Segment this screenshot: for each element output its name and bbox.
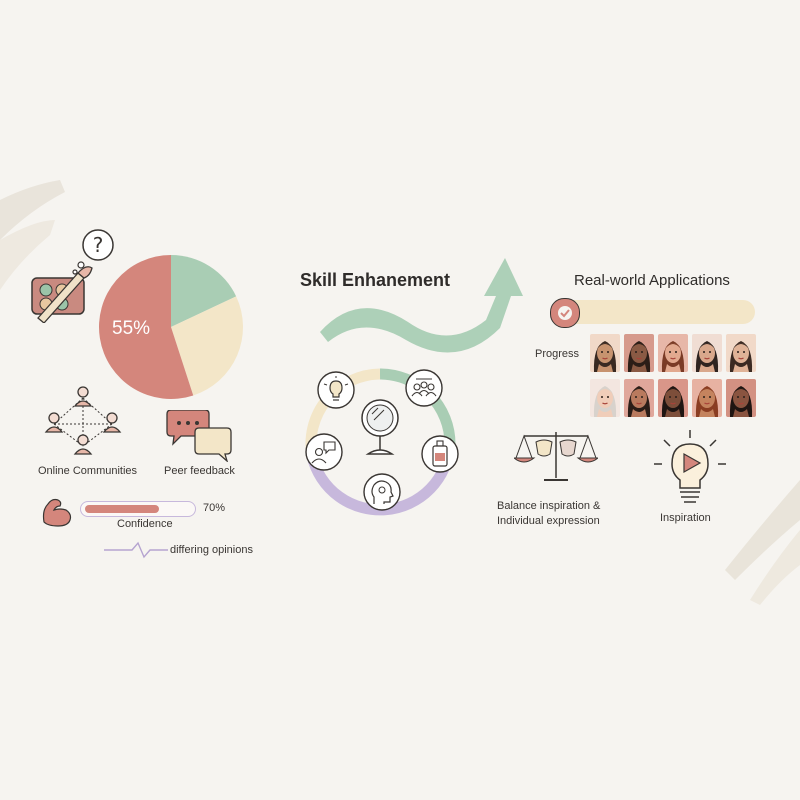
balance-label-line1: Balance inspiration &	[497, 500, 601, 512]
face-thumbnail	[590, 379, 620, 417]
pie-chart	[99, 255, 243, 399]
face-thumbnail	[658, 334, 688, 372]
balance-label-line2: Individual expression	[497, 515, 600, 527]
svg-text:?: ?	[93, 233, 104, 257]
balance-scale-icon	[514, 432, 598, 481]
inspiration-label: Inspiration	[660, 512, 711, 524]
confidence-label: Confidence	[117, 518, 173, 530]
lightbulb-play-icon	[654, 430, 726, 503]
faces-grid	[590, 334, 756, 418]
checkmark-icon	[558, 306, 572, 320]
differing-opinions-label: differing opinions	[170, 544, 253, 556]
growth-arrow	[320, 258, 523, 353]
chat-bubbles-icon	[166, 410, 232, 462]
cosmetic-bottle-icon	[421, 435, 459, 473]
face-thumbnail	[726, 334, 756, 372]
face-thumbnail	[726, 379, 756, 417]
application-progress-bar	[550, 298, 755, 328]
real-world-applications-title: Real-world Applications	[574, 272, 730, 289]
mirror-icon	[361, 399, 399, 455]
question-bubble-icon: ?	[72, 229, 114, 275]
face-thumbnail	[692, 379, 722, 417]
pulse-line-icon	[104, 541, 168, 559]
face-thumbnail	[624, 379, 654, 417]
confidence-progress-bar	[80, 501, 196, 517]
group-people-icon	[405, 369, 443, 407]
peer-feedback-label: Peer feedback	[164, 465, 235, 477]
face-thumbnail	[658, 379, 688, 417]
face-thumbnail	[624, 334, 654, 372]
confidence-value: 70%	[203, 502, 226, 514]
skill-enhancement-title: Skill Enhanement	[300, 270, 451, 290]
speech-person-icon	[305, 433, 343, 471]
pie-slice	[171, 255, 237, 327]
online-communities-label: Online Communities	[38, 465, 138, 477]
head-thought-icon	[363, 473, 401, 511]
face-thumbnail	[692, 334, 722, 372]
pie-slice	[171, 296, 243, 396]
online-communities-icon	[44, 386, 122, 455]
face-thumbnail	[590, 334, 620, 372]
confidence-progress-fill	[85, 505, 160, 513]
pie-percentage-label: 55%	[112, 318, 151, 339]
makeup-palette-icon: ?	[31, 229, 114, 323]
lightbulb-idea-icon	[317, 371, 355, 409]
pie-slice	[99, 255, 194, 399]
progress-label: Progress	[535, 348, 580, 360]
brush-stroke-right	[725, 480, 800, 605]
brush-stroke-left	[0, 180, 65, 290]
flexed-arm-icon	[42, 498, 72, 527]
